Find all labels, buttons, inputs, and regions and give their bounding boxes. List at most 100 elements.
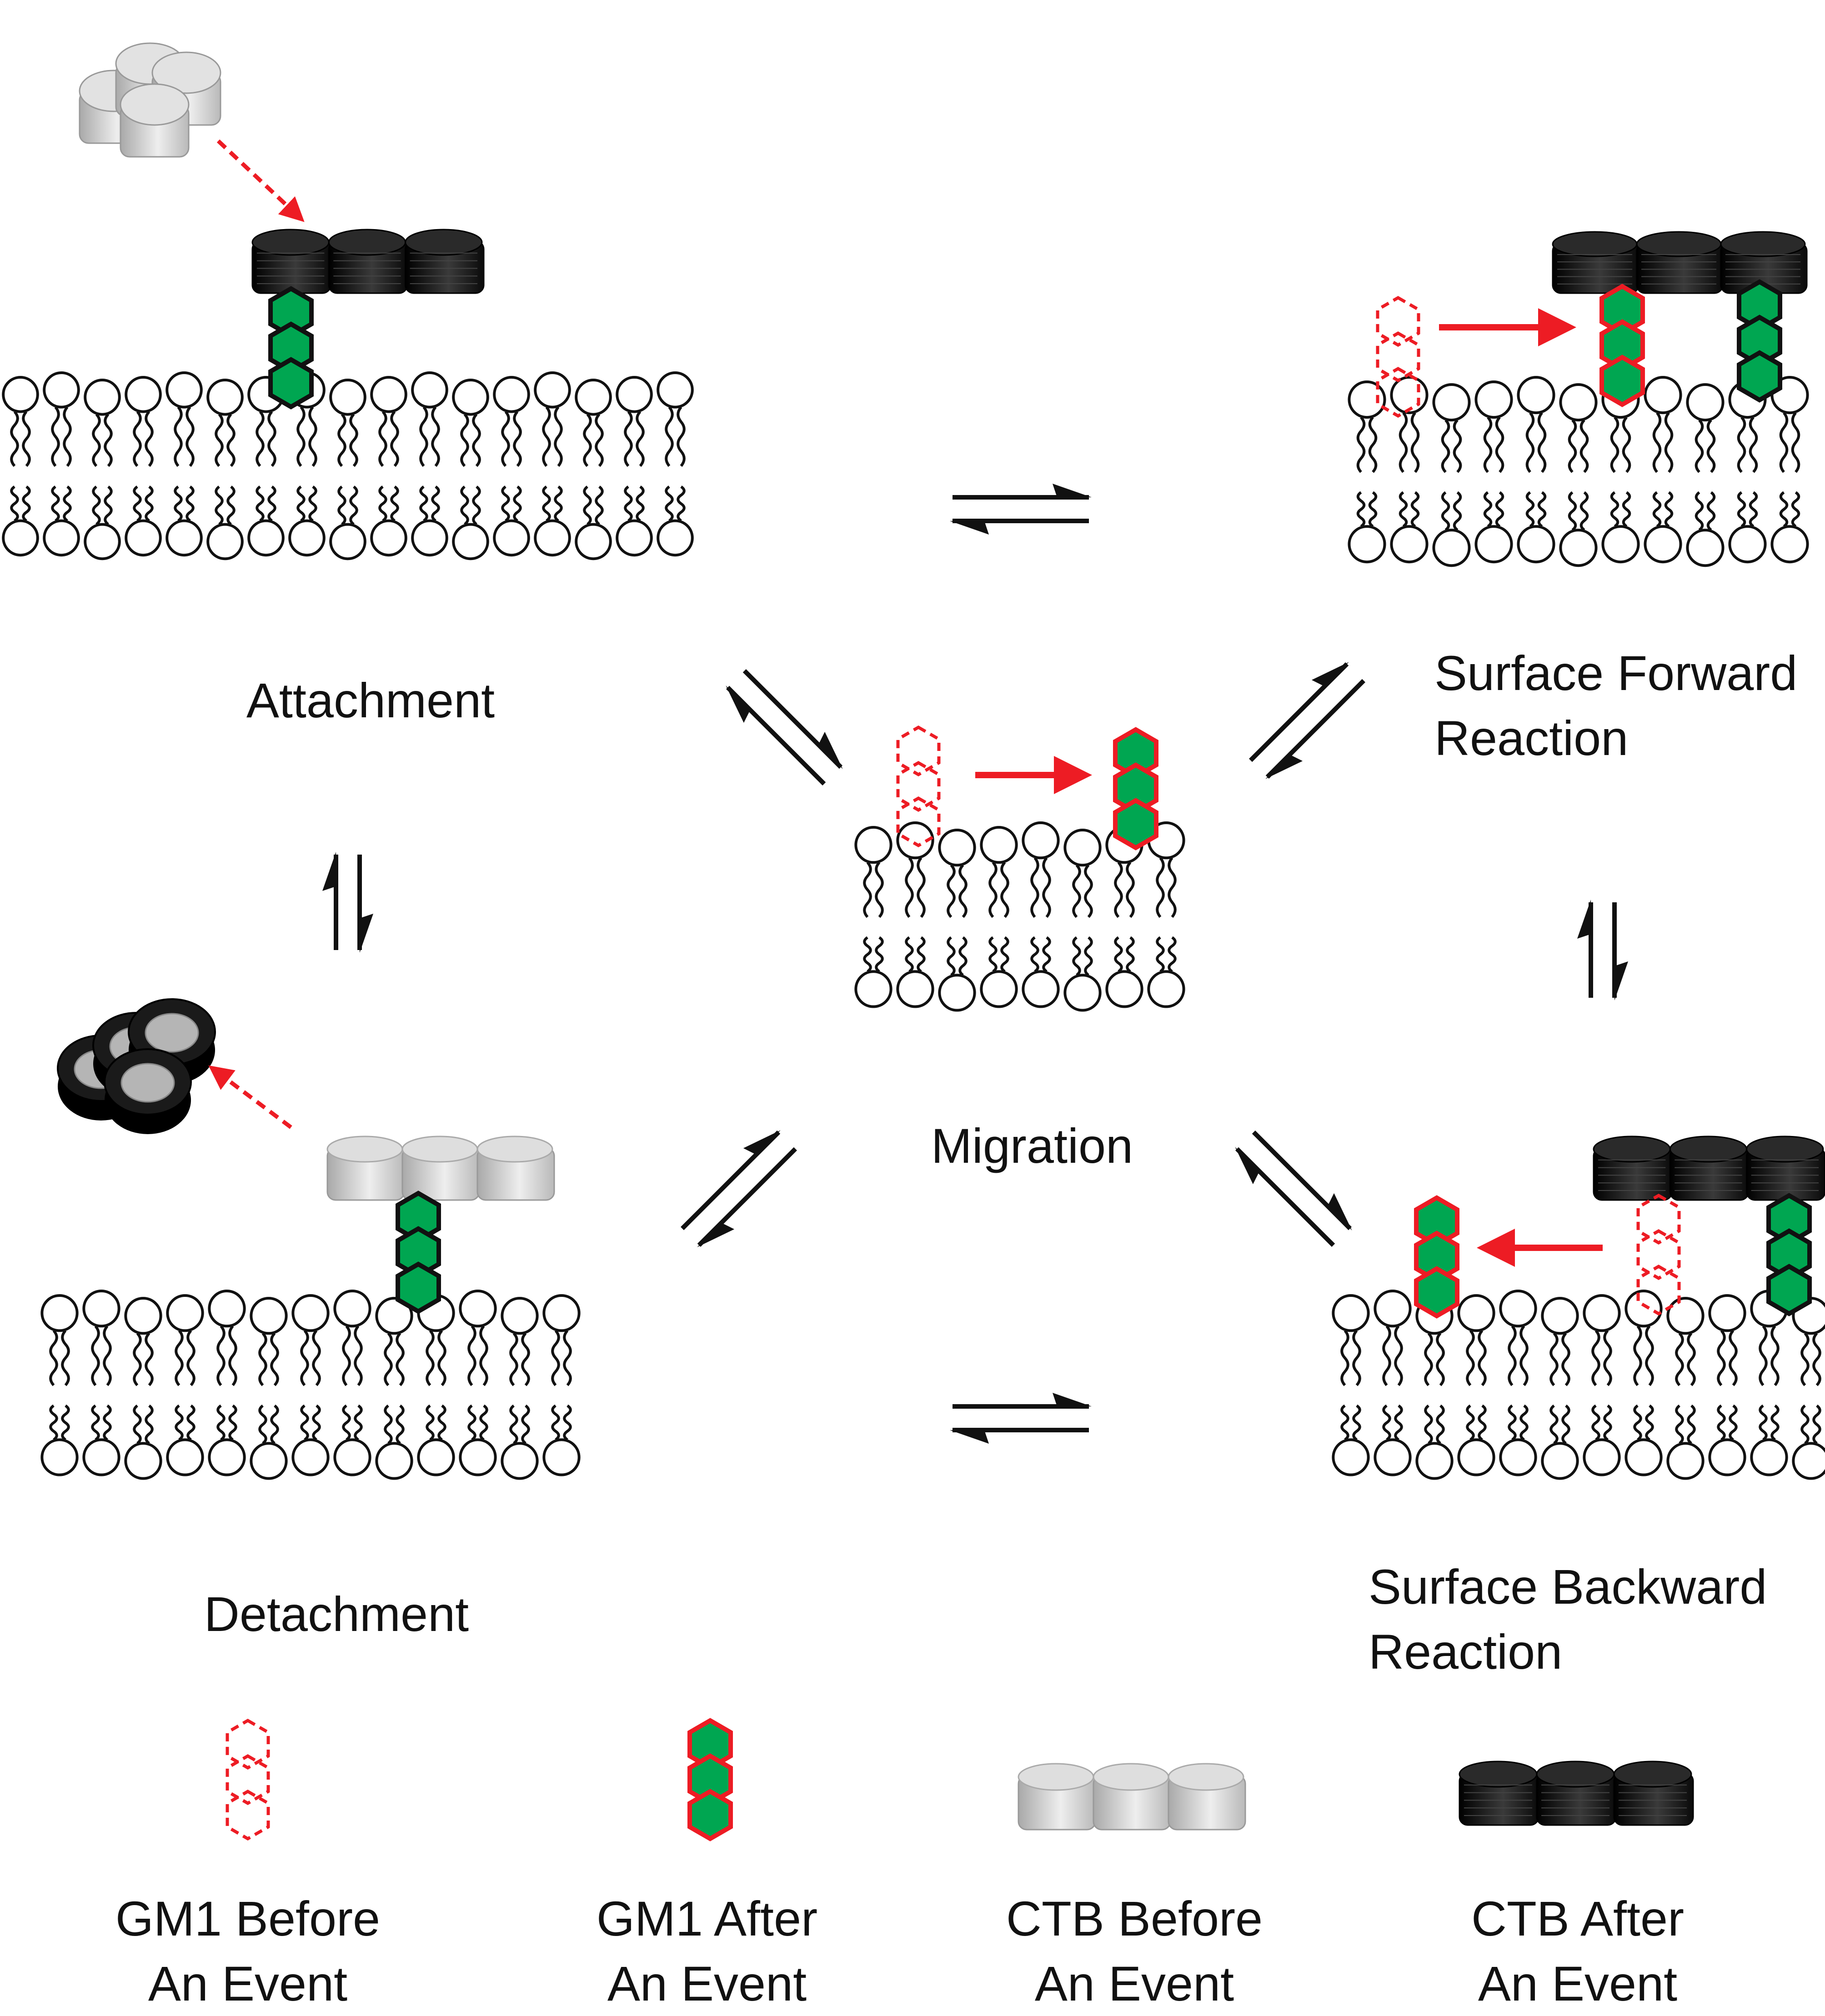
lipid-tail <box>226 413 236 467</box>
lipid-head <box>616 519 653 557</box>
lipid-head <box>575 523 612 560</box>
lipid-tail <box>390 485 399 522</box>
lipid-tail <box>677 485 686 522</box>
legend-gm1-before-line2: An Event <box>148 1956 348 2011</box>
legend-gm1-before-icon <box>226 1718 270 1841</box>
lipid-tail <box>1156 936 1165 973</box>
lipid-tail <box>1394 1325 1403 1386</box>
ctb-cylinder-top <box>1536 1761 1615 1788</box>
lipid-tail <box>51 406 60 467</box>
gm1-hexagon <box>896 725 941 777</box>
ctb-cylinder-top <box>1636 231 1722 257</box>
lipid-tail <box>501 485 510 522</box>
lipid-head <box>1559 529 1598 567</box>
gm1-hexagon <box>226 1789 270 1841</box>
lipid-tail <box>1610 416 1619 473</box>
lipid-tail <box>49 1404 58 1441</box>
lipid-tail <box>384 1404 393 1445</box>
lipid-tail <box>92 413 101 467</box>
lipid-head <box>1666 1442 1705 1480</box>
lipid-tail <box>1042 936 1051 973</box>
lipid-tail <box>1603 1404 1612 1441</box>
backward-arrow <box>1249 662 1349 762</box>
lipid-tail <box>1800 1404 1810 1445</box>
lipid-tail <box>1706 419 1716 473</box>
lipid-tail <box>296 485 306 522</box>
lipid-tail <box>1579 419 1589 473</box>
lipid-tail <box>312 1330 321 1386</box>
forward-arrow-head <box>950 521 989 535</box>
lipid-head <box>82 1290 120 1328</box>
legend-gm1-after-icon <box>687 1718 733 1841</box>
lipid-tail <box>175 1404 184 1441</box>
backward-arrow-head <box>1053 484 1092 497</box>
lipid-head <box>452 523 489 560</box>
lipid-tail <box>1717 1330 1726 1386</box>
ctb-cylinder-top <box>1459 1761 1538 1788</box>
lipid-tail <box>228 1404 237 1441</box>
backward-gm1-after <box>1414 1195 1459 1319</box>
legend-gm1-after-label: GM1 After An Event <box>597 1886 817 2016</box>
lipid-tail <box>1561 1404 1570 1445</box>
equilibrium-bottom <box>950 1393 1092 1444</box>
lipid-head <box>2 519 39 557</box>
legend-gm1-before-line1: GM1 Before <box>115 1891 381 1946</box>
lipid-tail <box>104 485 113 525</box>
equilibrium-migration-backward <box>1235 1131 1352 1247</box>
gm1-hexagon <box>1376 295 1420 347</box>
lipid-tail <box>103 1325 112 1386</box>
lipid-head <box>125 519 162 557</box>
lipid-head <box>1390 376 1429 415</box>
lipid-tail <box>228 1325 237 1386</box>
forward-arrow-head <box>950 1430 989 1444</box>
lipid-tail <box>917 857 926 918</box>
lipid-tail <box>636 485 645 522</box>
lipid-tail <box>1568 419 1577 473</box>
lipid-tail <box>1114 936 1123 973</box>
lipid-head <box>411 519 448 557</box>
legend-gm1-after-line2: An Event <box>607 1956 807 2011</box>
lipid-tail <box>1687 1332 1696 1386</box>
molecules <box>57 42 1825 1841</box>
lipid-tail <box>1466 1330 1475 1386</box>
detachment-gm1 <box>396 1191 441 1314</box>
lipid-tail <box>958 864 968 918</box>
lipid-head <box>291 1438 330 1476</box>
equilibrium-forward-backward <box>1577 900 1628 1000</box>
lipid-tail <box>396 1404 405 1445</box>
lipid-tail <box>186 1330 196 1386</box>
lipid-tail <box>1126 936 1135 973</box>
gm1-hexagon <box>226 1754 270 1806</box>
backward-arrow <box>681 1131 781 1231</box>
lipid-tail <box>186 1404 196 1441</box>
lipid-tail <box>308 485 317 522</box>
lipid-tail <box>426 1330 435 1386</box>
lipid-head <box>616 376 653 413</box>
lipid-head <box>938 829 976 867</box>
equilibrium-forward-migration <box>1249 662 1365 779</box>
ctb-cylinder-top <box>328 229 406 256</box>
gm1-hexagon <box>226 1718 270 1770</box>
lipid-tail <box>104 413 113 467</box>
lipid-tail <box>267 410 276 467</box>
lipid-head <box>1474 380 1513 419</box>
legend-ctb-before-line2: An Event <box>1034 1956 1234 2011</box>
lipid-head <box>1541 1442 1579 1480</box>
lipid-head <box>250 1297 288 1335</box>
lipid-head <box>1432 383 1471 422</box>
gm1-hexagon <box>1599 355 1645 407</box>
lipid-tail <box>1633 1325 1642 1386</box>
lipid-tail <box>256 485 265 522</box>
lipid-head <box>534 519 571 557</box>
lipid-head <box>1457 1438 1495 1476</box>
lipid-head <box>1686 529 1725 567</box>
reaction-arrows <box>208 139 1628 1444</box>
lipid-tail <box>583 485 592 525</box>
ctb-cylinder-top <box>151 51 221 94</box>
lipid-tail <box>863 861 872 918</box>
gm1-hexagon <box>1737 350 1782 403</box>
lipid-tail <box>1072 864 1081 918</box>
lipid-tail <box>551 1404 560 1441</box>
lipid-tail <box>875 861 884 918</box>
